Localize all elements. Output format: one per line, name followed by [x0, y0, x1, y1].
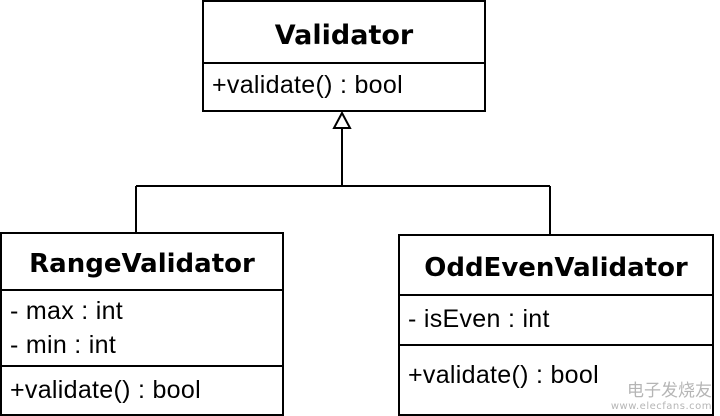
operation: +validate() : bool	[10, 376, 201, 404]
attribute: - min : int	[10, 331, 117, 359]
class-range-validator[interactable]: RangeValidator - max : int - min : int +…	[0, 232, 284, 416]
watermark-url: www.elecfans.com	[610, 401, 712, 412]
operations-section: +validate() : bool	[204, 64, 484, 110]
class-odd-even-validator[interactable]: OddEvenValidator - isEven : int +validat…	[398, 234, 714, 416]
class-name: Validator	[204, 2, 484, 64]
watermark: 电子发烧友 www.elecfans.com	[611, 376, 712, 412]
operation: +validate() : bool	[408, 361, 599, 389]
generalization-arrowhead-icon	[332, 110, 352, 129]
attributes-section: - max : int - min : int	[2, 291, 282, 367]
operation: +validate() : bool	[212, 71, 403, 99]
class-name: OddEvenValidator	[400, 236, 712, 296]
class-name: RangeValidator	[2, 234, 282, 291]
attributes-section: - isEven : int	[400, 296, 712, 346]
attribute: - isEven : int	[408, 305, 550, 333]
attribute: - max : int	[10, 297, 124, 325]
watermark-text: 电子发烧友	[627, 381, 712, 401]
operations-section: +validate() : bool	[2, 367, 282, 415]
class-validator[interactable]: Validator +validate() : bool	[202, 0, 486, 112]
operations-section: +validate() : bool	[400, 346, 712, 414]
